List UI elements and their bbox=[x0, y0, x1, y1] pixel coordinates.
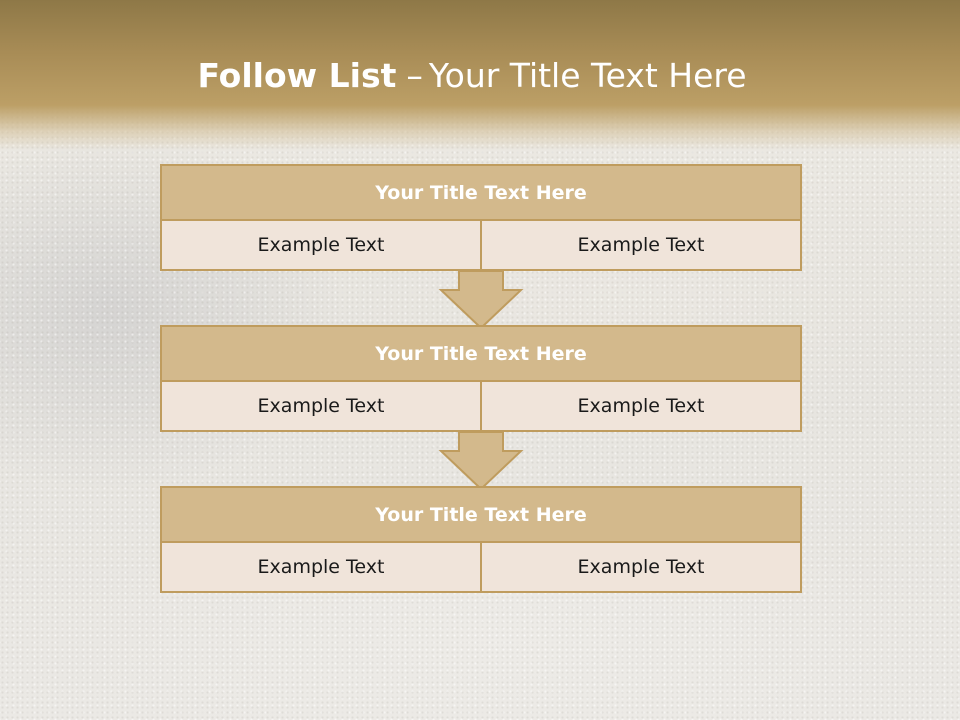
block-row: Example Text Example Text bbox=[160, 382, 802, 432]
block-cell-left: Example Text bbox=[160, 543, 482, 593]
block-title: Your Title Text Here bbox=[160, 325, 802, 382]
block-row: Example Text Example Text bbox=[160, 543, 802, 593]
block-cell-right: Example Text bbox=[482, 221, 802, 271]
list-block-1: Your Title Text Here Example Text Exampl… bbox=[160, 164, 802, 271]
list-block-3: Your Title Text Here Example Text Exampl… bbox=[160, 486, 802, 593]
block-title: Your Title Text Here bbox=[160, 486, 802, 543]
block-title: Your Title Text Here bbox=[160, 164, 802, 221]
title-separator: – bbox=[406, 56, 423, 95]
slide-title: Follow List–Your Title Text Here bbox=[0, 52, 944, 100]
header-band bbox=[0, 0, 960, 150]
block-row: Example Text Example Text bbox=[160, 221, 802, 271]
title-rest: Your Title Text Here bbox=[428, 56, 747, 95]
down-arrow-icon bbox=[438, 270, 524, 330]
down-arrow-icon bbox=[438, 431, 524, 491]
block-cell-left: Example Text bbox=[160, 221, 482, 271]
block-cell-right: Example Text bbox=[482, 543, 802, 593]
block-cell-right: Example Text bbox=[482, 382, 802, 432]
list-block-2: Your Title Text Here Example Text Exampl… bbox=[160, 325, 802, 432]
title-bold: Follow List bbox=[197, 56, 397, 95]
block-cell-left: Example Text bbox=[160, 382, 482, 432]
